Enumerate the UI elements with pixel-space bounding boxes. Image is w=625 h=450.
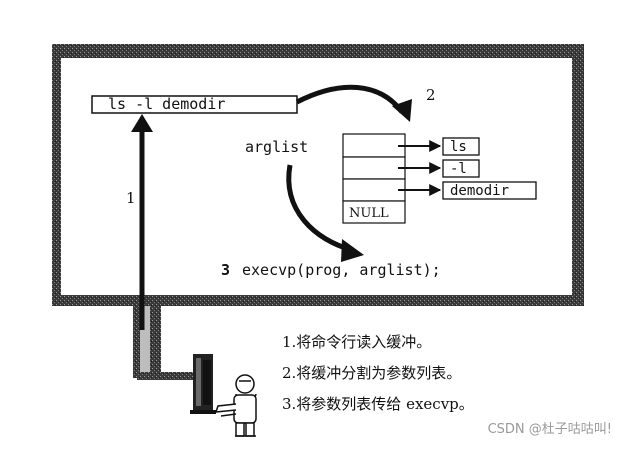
command-line-box: ls -l demodir	[91, 95, 298, 114]
step-list: 1.将命令行读入缓冲。 2.将缓冲分割为参数列表。 3.将参数列表传给 exec…	[282, 327, 474, 420]
step-marker-2: 2	[426, 86, 436, 104]
step-item: 2.将缓冲分割为参数列表。	[282, 364, 462, 382]
arglist-cell	[342, 178, 406, 202]
person-icon	[214, 374, 257, 437]
arg-demodir: demodir	[450, 183, 509, 199]
step-item: 3.将参数列表传给 execvp。	[282, 395, 474, 413]
watermark: CSDN @杜子咕咕叫!	[487, 422, 612, 437]
step-marker-1: 1	[126, 189, 136, 207]
arrow-split	[295, 84, 412, 122]
arg-box-demodir	[442, 181, 537, 200]
command-line-text: ls -l demodir	[108, 95, 225, 113]
computer-icon	[190, 354, 216, 414]
arglist-null: NULL	[349, 206, 389, 221]
execvp-number: 3	[221, 261, 230, 279]
arglist-label: arglist	[245, 138, 308, 156]
step-item: 1.将命令行读入缓冲。	[282, 333, 432, 351]
execvp-call: execvp(prog, arglist);	[242, 261, 441, 279]
arglist-cell	[342, 156, 406, 180]
arg-l: -l	[450, 161, 467, 177]
cable	[133, 306, 193, 380]
arrow-execvp	[286, 164, 364, 262]
arglist-cell	[342, 200, 406, 224]
arglist-pointers	[398, 140, 442, 196]
arg-box-l	[442, 159, 480, 178]
arg-strings: ls -l demodir	[442, 137, 537, 200]
arglist-cell	[342, 133, 406, 158]
arglist-array: NULL	[342, 133, 406, 224]
arg-box-ls	[442, 137, 480, 156]
arg-ls: ls	[450, 139, 467, 155]
arrow-read-line	[131, 114, 153, 330]
